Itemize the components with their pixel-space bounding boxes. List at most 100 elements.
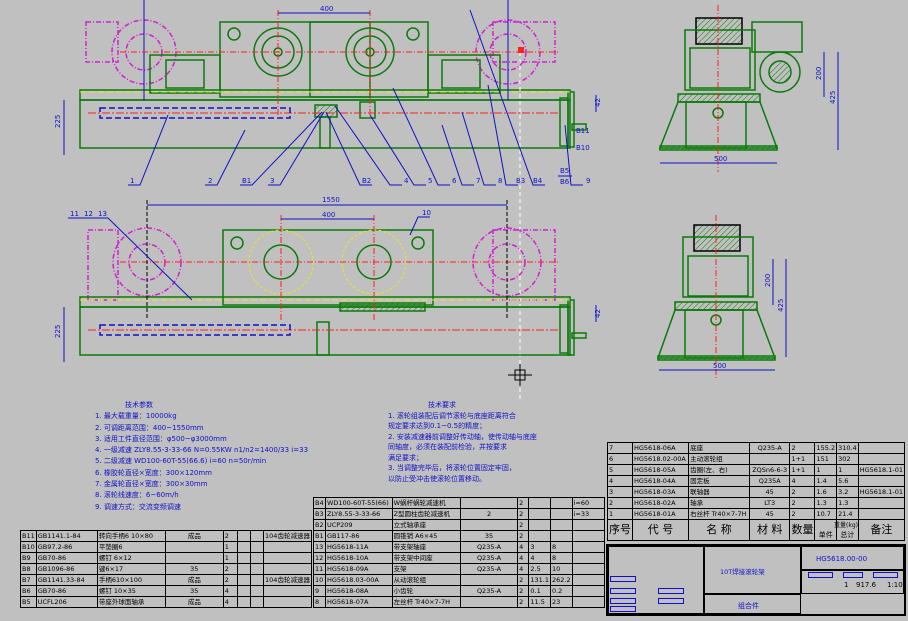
bom-cell: B5 <box>20 596 37 608</box>
bom-cell <box>571 596 606 608</box>
callout-10: 10 <box>422 209 431 217</box>
bom-cell <box>571 530 606 542</box>
bom-cell: 10 <box>313 574 326 586</box>
bom-cell: 262.2 <box>549 574 573 586</box>
bom-cell <box>549 519 573 531</box>
bom-cell: B6 <box>20 585 37 597</box>
bom-cell: 主动滚轮组 <box>688 453 750 465</box>
bom-cell: 平垫圈6 <box>96 541 166 553</box>
bom-cell: Q235A <box>748 475 791 487</box>
front-view-top-labels: 400 225 42 1 2 B1 3 B2 4 5 6 7 8 B3 B4 B… <box>54 5 602 186</box>
dim-inner-bottom: 200 <box>764 274 772 287</box>
bom-cell: 1.3 <box>836 497 859 509</box>
bom-cell: 131.1 <box>528 574 551 586</box>
bom-cell: GB1141.1-84 <box>35 530 98 542</box>
front-view-bottom <box>79 200 587 356</box>
bom-cell: 从动滚轮组 <box>391 574 461 586</box>
bom-cell: 螺钉 10×35 <box>96 585 166 597</box>
dim-height-top: 425 <box>829 91 837 104</box>
bom-cell <box>857 453 906 465</box>
bom-cell: 1 <box>222 552 238 564</box>
bom-cell: 155.2 <box>814 442 838 454</box>
callout-B3: B3 <box>516 177 525 185</box>
front-view-bottom-labels: 1550 400 225 42 11 12 13 10 <box>54 196 602 338</box>
title-block-box <box>808 572 833 578</box>
bom-cell: 23 <box>549 596 573 608</box>
bom-cell: 1 <box>607 508 633 520</box>
bom-cell <box>857 475 906 487</box>
bom-cell: 1.6 <box>814 486 838 498</box>
bom-cell: 1+1 <box>789 453 816 465</box>
revision-box <box>658 598 684 604</box>
bom-cell <box>459 497 519 509</box>
bom-cell: 0.2 <box>549 585 573 597</box>
bom-cell: 固定板 <box>688 475 750 487</box>
tech-req: 3. 当调整完毕后，将滚轮位置固定牢固， <box>388 464 516 472</box>
bom-cell: B7 <box>20 574 37 586</box>
bom-cell: 联轴器 <box>688 486 750 498</box>
bom-cell: 2 <box>789 497 816 509</box>
tech-param: 2. 可调距离范围：400~1550mm <box>95 423 204 432</box>
bom-cell <box>857 497 906 509</box>
bom-cell: HG5618-05A <box>631 464 690 476</box>
side-view-top <box>658 5 803 172</box>
bom-cell: 8 <box>549 552 573 564</box>
bom-cell: 35 <box>164 563 224 575</box>
revision-box <box>610 588 636 594</box>
bom-header-row: 序号代 号名 称材 料数量单件总计备注 <box>607 519 906 541</box>
phantom-roller-right <box>492 21 556 63</box>
bom-cell <box>528 497 551 509</box>
bom-cell: 11 <box>313 563 326 575</box>
bom-cell: 2 <box>222 563 238 575</box>
bom-cell: 带支架中间座 <box>391 552 461 564</box>
callout-5: 5 <box>428 177 432 185</box>
revision-box <box>658 588 684 594</box>
bom-cell <box>236 552 251 564</box>
bom-cell: 4 <box>517 552 530 564</box>
bom-cell <box>459 596 519 608</box>
bom-cell: 支架 <box>391 563 461 575</box>
dim-width-bottom: 500 <box>713 362 726 370</box>
drawing-subtitle: 组合件 <box>738 602 759 610</box>
bom-cell <box>571 541 606 553</box>
bom-cell: HG5618.1-01 <box>857 486 906 498</box>
bom-cell <box>571 552 606 564</box>
title-block-box <box>873 572 898 578</box>
bom-cell <box>571 574 606 586</box>
side-view-labels: 500 200 425 500 200 425 <box>713 67 837 370</box>
bom-cell <box>528 508 551 520</box>
bom-cell <box>549 508 573 520</box>
bom-cell: B9 <box>20 552 37 564</box>
bom-cell <box>249 530 265 542</box>
bom-cell: 2 <box>517 596 530 608</box>
bom-cell: i=60 <box>571 497 606 509</box>
bom-cell: i=33 <box>571 508 606 520</box>
bom-cell: Q235-A <box>748 442 791 454</box>
bom-cell: 4 <box>222 585 238 597</box>
revision-box <box>610 598 636 604</box>
roller-bracket <box>222 229 434 306</box>
bom-cell: GB1141.33-84 <box>35 574 98 586</box>
tech-req: 满足要求； <box>388 453 423 462</box>
bom-cell <box>263 541 312 553</box>
bom-cell: 302 <box>836 453 859 465</box>
bom-cell: WD100-60T-55(66) <box>324 497 393 509</box>
revision-grid <box>608 546 704 614</box>
bom-cell: 成品 <box>164 530 224 542</box>
bom-cell: 4 <box>222 596 238 608</box>
bom-cell: 螺钉 6×12 <box>96 552 166 564</box>
tech-param: 7. 金属轮直径×宽度：300×30mm <box>95 480 208 489</box>
bom-cell: 键6×17 <box>96 563 166 575</box>
motor-right <box>427 54 501 94</box>
bom-cell: 1+1 <box>789 464 816 476</box>
callout-B2: B2 <box>362 177 371 185</box>
tech-param: 4. 一级减速 ZLY8.55-3-33-66 N=0.55KW n1/n2=1… <box>95 446 309 455</box>
